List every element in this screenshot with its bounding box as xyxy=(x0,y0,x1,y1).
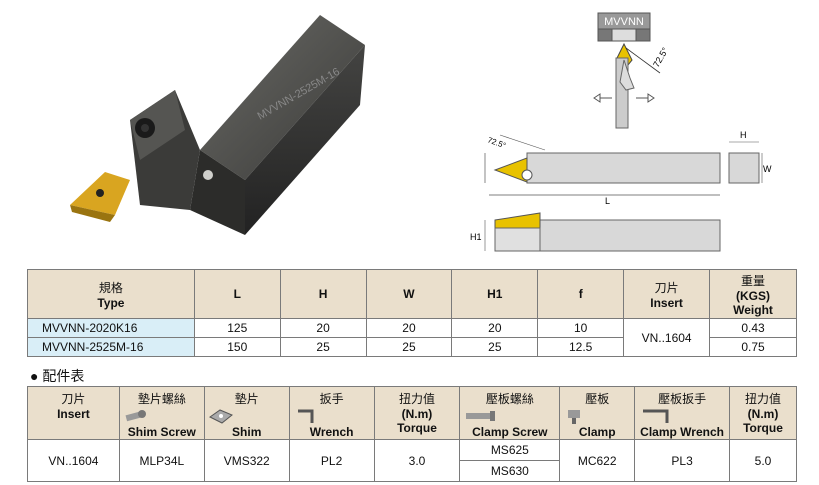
insert-cell: VN..1604 xyxy=(623,318,711,357)
acc-col-clamp-screw: 壓板螺絲 Clamp Screw xyxy=(459,386,561,440)
acc-col-clamp: 壓板 Clamp xyxy=(559,386,636,440)
wrench-icon xyxy=(297,409,314,423)
screw-icon xyxy=(125,410,146,422)
model-label: MVVNN xyxy=(604,16,644,28)
top-view-diagram: MVVNN 72.5° xyxy=(593,12,670,129)
left-arrow-icon xyxy=(593,93,612,103)
acc-col-torque: 扭力值(N.m) Torque xyxy=(373,386,461,440)
shim-icon xyxy=(208,409,233,424)
table-row: MVVNN-2020K16 125 20 20 20 10 VN..1604 0… xyxy=(27,318,797,357)
table-row: MVVNN-2525M-16 150 25 25 25 12.5 0.75 xyxy=(27,337,797,357)
angle-top-label: 72.5° xyxy=(651,45,670,69)
right-arrow-icon xyxy=(636,93,655,103)
table-row: MS630 xyxy=(28,460,797,482)
tool-holder-photo: MVVNN-2525M-16 xyxy=(70,15,365,235)
col-f: f xyxy=(537,269,625,319)
clamp-screw-icon xyxy=(466,411,496,421)
dim-H: H xyxy=(740,130,747,140)
wrench-icon xyxy=(643,409,669,423)
col-weight: 重量(KGS) Weight xyxy=(709,269,797,319)
angle-side-label: 72.5° xyxy=(486,135,507,150)
acc-col-torque-2: 扭力值(N.m) Torque xyxy=(729,386,797,440)
clamp-icon xyxy=(568,410,581,424)
accessories-title: ● 配件表 xyxy=(30,368,85,384)
col-H1: H1 xyxy=(451,269,539,319)
col-W: W xyxy=(365,269,453,319)
acc-col-wrench: 扳手 Wrench xyxy=(288,386,375,440)
col-L: L xyxy=(193,269,281,319)
dimension-diagram: L 72.5° H W H1 xyxy=(470,130,772,252)
dim-W: W xyxy=(763,164,772,174)
col-H: H xyxy=(279,269,367,319)
dim-H1: H1 xyxy=(470,232,482,242)
acc-col-shim: 墊片 Shim xyxy=(203,386,290,440)
dim-L: L xyxy=(605,196,610,206)
acc-col-shim-screw: 墊片螺絲 Shim Screw xyxy=(118,386,205,440)
acc-col-clamp-wrench: 壓板扳手 Clamp Wrench xyxy=(634,386,730,440)
table-row: VN..1604 MLP34L VMS322 PL2 3.0 MS625 MC6… xyxy=(27,439,797,482)
